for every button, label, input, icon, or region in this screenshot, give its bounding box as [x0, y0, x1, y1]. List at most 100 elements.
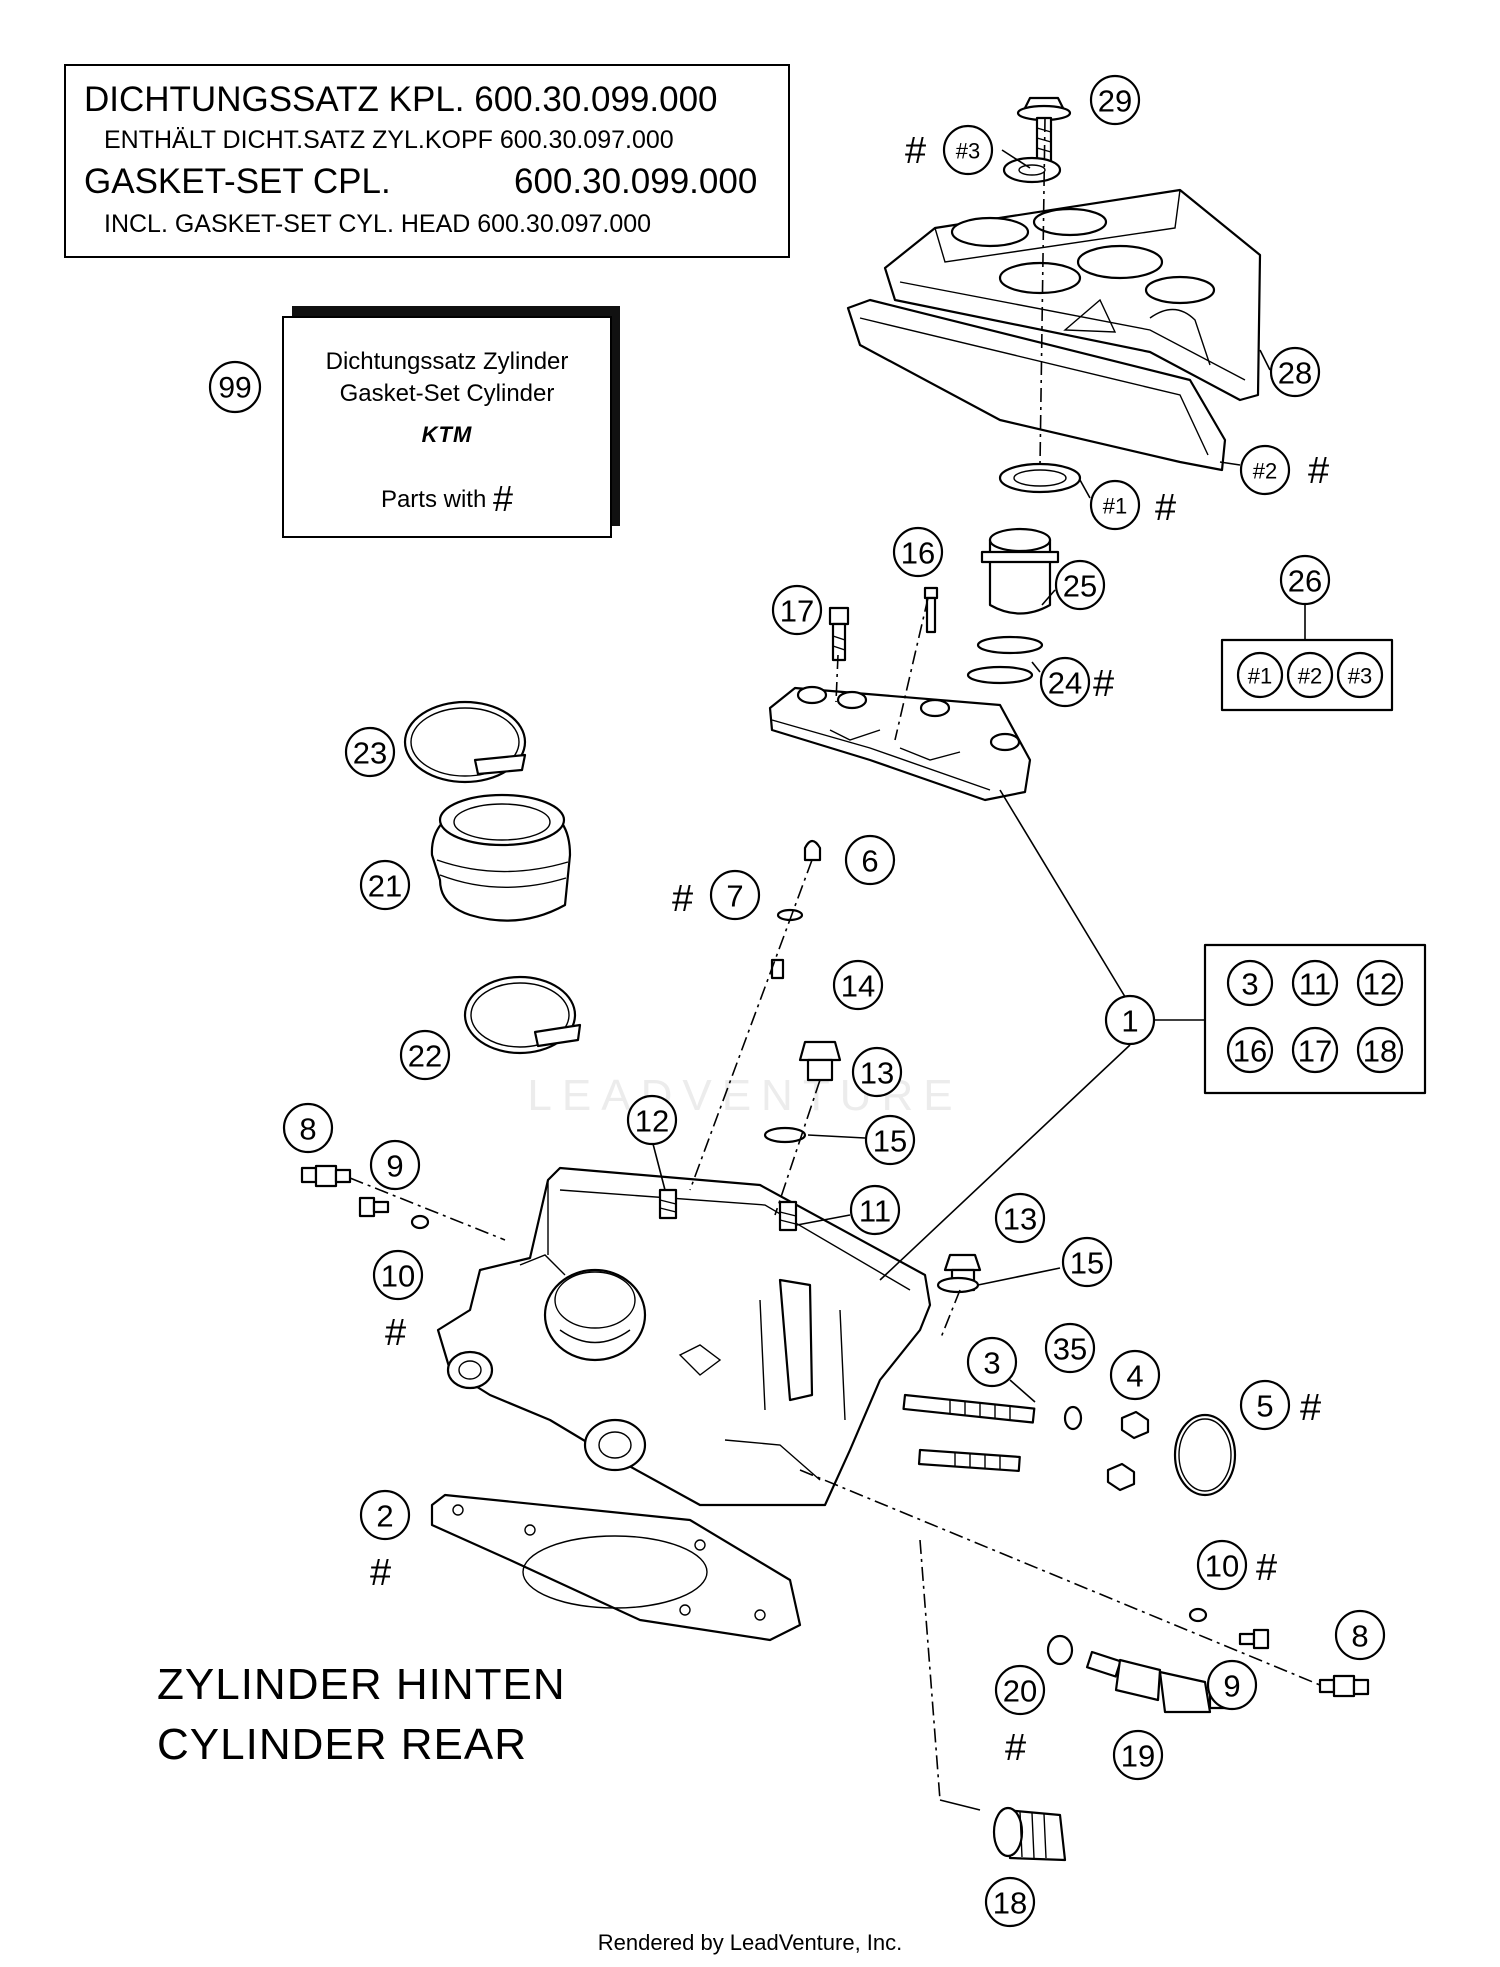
- svg-text:8: 8: [1351, 1619, 1368, 1654]
- svg-text:16: 16: [1233, 1034, 1267, 1069]
- group-1-item-11: 11: [1291, 959, 1339, 1007]
- o-ring-lower-part: [966, 665, 1034, 685]
- o-ring-upper-part: [976, 635, 1044, 655]
- kit-box-shadow-top: [292, 306, 620, 318]
- screw-9-right-part: [1238, 1628, 1270, 1650]
- callout-6: 6: [844, 834, 896, 886]
- stud-upper-part: [902, 1393, 1036, 1424]
- svg-text:17: 17: [780, 594, 814, 629]
- svg-text:12: 12: [635, 1104, 669, 1139]
- svg-text:10: 10: [1205, 1549, 1239, 1584]
- bolt-16-part: [923, 586, 939, 634]
- svg-text:20: 20: [1003, 1674, 1037, 1709]
- callout-21: 21: [359, 859, 411, 911]
- callout-23: 23: [344, 726, 396, 778]
- callout-19: 19: [1112, 1729, 1164, 1781]
- svg-text:#: #: [370, 1552, 391, 1594]
- svg-text:12: 12: [1363, 967, 1397, 1002]
- caption-line-1: ZYLINDER HINTEN: [157, 1660, 566, 1709]
- callout-16: 16: [892, 526, 944, 578]
- group-1-item-3: 3: [1226, 959, 1274, 1007]
- svg-text:#: #: [1256, 1547, 1277, 1589]
- callout-24: 24#: [1039, 656, 1114, 708]
- centerline-plug13: [774, 1079, 821, 1216]
- cylinder-head-part: [436, 1166, 932, 1507]
- ktm-logo: KTM: [421, 422, 473, 447]
- screw-9-left-part: [358, 1196, 390, 1218]
- svg-text:#: #: [1300, 1387, 1321, 1429]
- temp-sensor-part: [1085, 1650, 1230, 1714]
- svg-text:11: 11: [859, 1194, 891, 1229]
- cam-bridge-part: [768, 685, 1032, 802]
- svg-text:9: 9: [1223, 1669, 1240, 1704]
- tube-seal-part: [998, 462, 1082, 494]
- callout-2: 2#: [359, 1489, 411, 1594]
- svg-text:99: 99: [218, 372, 251, 405]
- group-26-item-hash2: #2: [1286, 651, 1334, 699]
- kit-hash: #: [493, 478, 514, 519]
- svg-text:13: 13: [860, 1056, 894, 1091]
- kit-line-3: Parts with #: [284, 478, 610, 520]
- svg-text:4: 4: [1126, 1359, 1143, 1394]
- svg-text:#1: #1: [1103, 494, 1127, 519]
- centerline-right-sensor: [799, 1469, 1321, 1686]
- cover-gasket-part: [846, 298, 1227, 472]
- callout-28: 28: [1269, 346, 1321, 398]
- svg-text:14: 14: [841, 969, 875, 1004]
- nut-lower-part: [1106, 1462, 1136, 1492]
- svg-text:24: 24: [1048, 666, 1082, 701]
- callout-8-left: 8: [282, 1102, 334, 1154]
- callout-7: #7: [672, 869, 761, 921]
- bolt-17-part: [828, 606, 850, 662]
- svg-text:18: 18: [1363, 1034, 1397, 1069]
- svg-text:6: 6: [861, 844, 878, 879]
- callout-29: 29: [1089, 74, 1141, 126]
- callout-12: 12: [626, 1094, 678, 1146]
- svg-text:#: #: [1005, 1727, 1026, 1769]
- washer-10-left-part: [410, 1214, 430, 1230]
- kit-line-2: Gasket-Set Cylinder: [339, 380, 555, 407]
- centerline-bolt16: [894, 597, 929, 741]
- stud-lower-part: [917, 1448, 1021, 1473]
- nut-upper-part: [1120, 1410, 1150, 1440]
- callout-26: 26: [1279, 554, 1331, 606]
- washer-10-right-part: [1188, 1607, 1208, 1623]
- svg-text:15: 15: [1070, 1246, 1104, 1281]
- head-gasket-part: [430, 1493, 802, 1642]
- centerline-cover: [1039, 117, 1046, 466]
- washer-20-part: [1046, 1634, 1074, 1666]
- svg-text:7: 7: [726, 879, 743, 914]
- svg-text:#2: #2: [1253, 459, 1277, 484]
- callout-10-right: 10 #: [1196, 1539, 1277, 1591]
- callout-22: 22: [399, 1029, 451, 1081]
- callout-9-left: 9: [369, 1139, 421, 1191]
- callout-18: 18: [984, 1876, 1036, 1928]
- svg-text:13: 13: [1003, 1202, 1037, 1237]
- washer-15-lower-part: [936, 1276, 980, 1294]
- callout-99: 99: [208, 360, 262, 414]
- cap-part: [803, 839, 822, 862]
- centerline-pin: [689, 859, 813, 1191]
- callout-15-lower: 15: [1061, 1236, 1113, 1288]
- spark-plug-tube-part: [980, 527, 1060, 615]
- header-line-2: ENTHÄLT DICHT.SATZ ZYL.KOPF 600.30.097.0…: [104, 126, 674, 154]
- svg-text:#3: #3: [1348, 664, 1372, 689]
- svg-text:23: 23: [353, 736, 387, 771]
- kit-line-1: Dichtungssatz Zylinder: [325, 348, 569, 375]
- centerline-left-sensor: [349, 1177, 506, 1241]
- svg-text:#: #: [385, 1312, 406, 1354]
- svg-text:19: 19: [1121, 1739, 1155, 1774]
- header-line-3-number: 600.30.099.000: [514, 162, 758, 201]
- seal-ring-5-part: [1173, 1413, 1237, 1497]
- callout-10-left: 10#: [372, 1249, 424, 1354]
- svg-text:21: 21: [368, 869, 402, 904]
- callout-8-right: 8: [1334, 1609, 1386, 1661]
- svg-text:#1: #1: [1248, 664, 1272, 689]
- svg-text:9: 9: [386, 1149, 403, 1184]
- svg-text:3: 3: [983, 1346, 1000, 1381]
- plug-13-upper-part: [798, 1040, 842, 1082]
- svg-text:16: 16: [901, 536, 935, 571]
- hose-clamp-lower-part: [463, 975, 582, 1055]
- svg-text:22: 22: [408, 1039, 442, 1074]
